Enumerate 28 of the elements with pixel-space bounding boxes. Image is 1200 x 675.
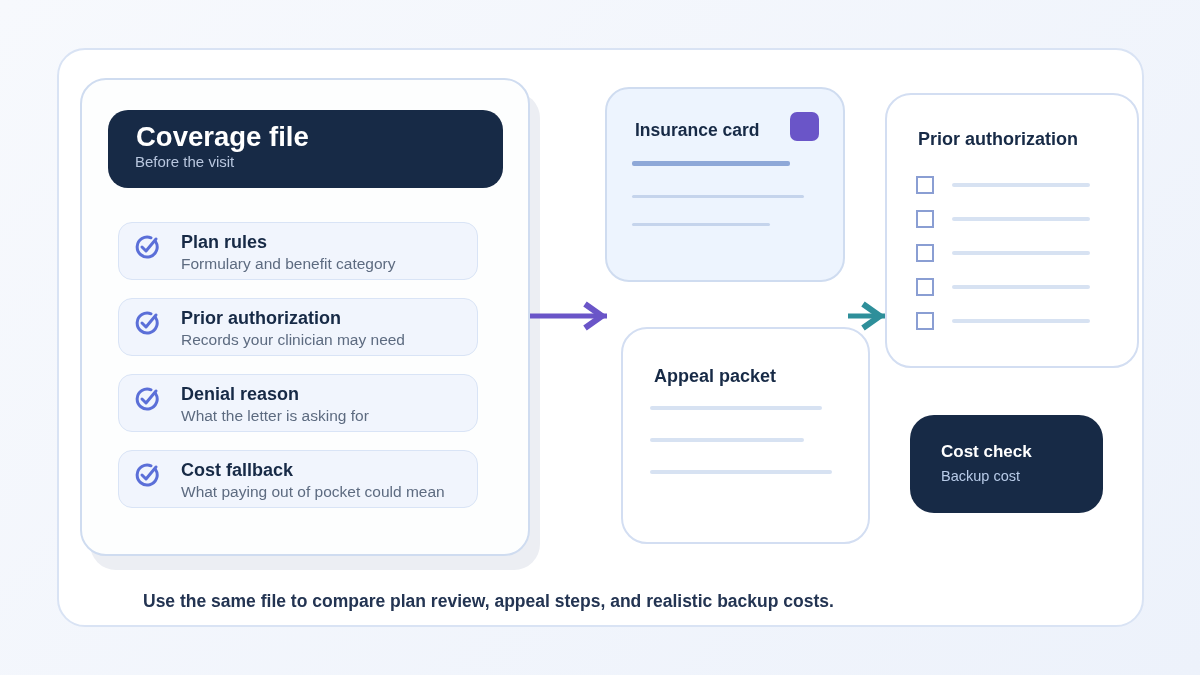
cost-card	[910, 415, 1103, 513]
card-title: Cost check	[941, 441, 1032, 462]
header-banner	[108, 110, 503, 188]
item-title: Cost fallback	[181, 459, 294, 481]
file-card	[80, 78, 530, 556]
checklist-item	[118, 374, 478, 432]
document-card	[621, 327, 870, 544]
checklist-item	[118, 222, 478, 280]
banner-subtitle: Before the visit	[135, 153, 235, 171]
banner-title: Coverage file	[136, 121, 309, 153]
checklist-card	[885, 93, 1139, 368]
card-title: Prior authorization	[918, 128, 1078, 150]
item-description: Records your clinician may need	[181, 331, 405, 349]
item-description: Formulary and benefit category	[181, 255, 396, 273]
card-subtitle: Backup cost	[941, 467, 1020, 485]
item-title: Plan rules	[181, 231, 268, 253]
card-title: Insurance card	[635, 120, 760, 141]
checklist-item	[118, 298, 478, 356]
item-description: What paying out of pocket could mean	[181, 483, 445, 501]
item-title: Prior authorization	[181, 307, 341, 329]
checklist-item	[118, 450, 478, 508]
card-title: Appeal packet	[654, 365, 777, 387]
caption-text: Use the same file to compare plan review, appeal steps, and realistic backup costs.	[143, 591, 834, 612]
insurance-card	[605, 87, 845, 282]
item-description: What the letter is asking for	[181, 407, 369, 425]
arrow	[848, 301, 885, 331]
item-title: Denial reason	[181, 383, 300, 405]
arrow	[530, 301, 607, 331]
